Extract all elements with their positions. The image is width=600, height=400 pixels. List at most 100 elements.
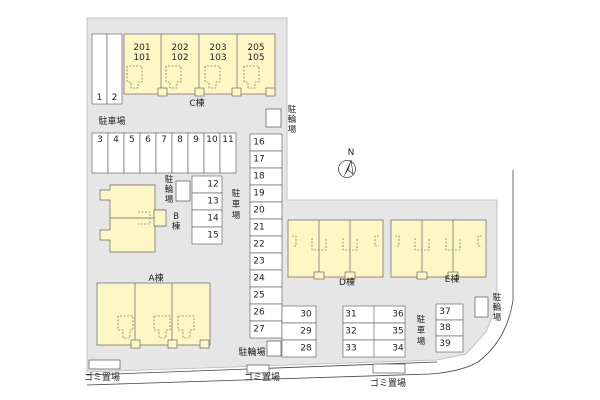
unit-202: 202 <box>171 43 188 53</box>
slot-11: 11 <box>222 135 233 145</box>
garbage-area-east <box>372 363 406 374</box>
vpark2-glyph: 場 <box>417 336 426 347</box>
building-a-label: A棟 <box>148 272 163 284</box>
slot-33: 33 <box>345 344 356 354</box>
compass-north-label: N <box>348 148 355 158</box>
vbike3-glyph: 場 <box>493 312 502 323</box>
parking-slots-16-27: 16 17 18 19 20 21 22 23 24 25 26 27 <box>249 133 283 339</box>
parking-slots-3-11: 3 4 5 6 7 8 9 10 11 <box>91 132 237 174</box>
unit-201: 201 <box>133 43 150 53</box>
slot-12: 12 <box>207 180 218 190</box>
bicycle-label-b-vertical: 駐輪場 <box>165 174 174 205</box>
north-arrow-icon <box>343 160 351 178</box>
building-a <box>96 282 211 349</box>
unit-205: 205 <box>247 43 264 53</box>
vpark1-glyph: 駐 <box>232 188 241 199</box>
garbage-label-west: ゴミ置場 <box>84 371 120 383</box>
slot-25: 25 <box>253 291 264 301</box>
building-e <box>390 219 487 280</box>
unit-105: 105 <box>247 53 264 63</box>
unit-103: 103 <box>209 53 226 63</box>
slot-5: 5 <box>129 135 135 145</box>
vpark2-glyph: 駐 <box>417 314 426 325</box>
road-edge-east <box>86 170 514 386</box>
slot-37: 37 <box>439 307 450 317</box>
slot-4: 4 <box>113 135 119 145</box>
slot-8: 8 <box>177 135 183 145</box>
slot-20: 20 <box>253 206 265 216</box>
slot-18: 18 <box>253 172 265 182</box>
slot-23: 23 <box>253 257 264 267</box>
garbage-area-west <box>88 359 121 370</box>
vbike2-glyph: 場 <box>165 194 174 205</box>
garbage-label-east: ゴミ置場 <box>370 377 406 389</box>
unit-101: 101 <box>133 53 150 63</box>
bicycle-parking-b <box>175 180 191 202</box>
building-b-label-vertical: B棟 <box>172 212 181 232</box>
slot-15: 15 <box>207 231 218 241</box>
building-e-label: E棟 <box>445 273 460 285</box>
slot-34: 34 <box>392 344 404 354</box>
slot-21: 21 <box>253 223 264 233</box>
slot-13: 13 <box>207 197 218 207</box>
building-b <box>99 184 167 253</box>
vbike1-glyph: 輪 <box>288 114 297 125</box>
parking-slots-12-15: 12 13 14 15 <box>191 175 223 245</box>
slot-31: 31 <box>345 310 356 320</box>
slot-36: 36 <box>392 310 404 320</box>
garbage-label-center: ゴミ置場 <box>244 371 280 383</box>
slot-35: 35 <box>392 327 403 337</box>
vbldb-glyph: 棟 <box>172 221 181 232</box>
slot-19: 19 <box>253 189 265 199</box>
parking-slots-31-36: 31 32 33 36 35 34 <box>342 305 406 358</box>
building-d-label: D棟 <box>339 276 355 288</box>
slot-9: 9 <box>193 135 199 145</box>
slot-22: 22 <box>253 240 264 250</box>
vbike1-glyph: 駐 <box>288 104 297 115</box>
building-c: 201 202 203 205 101 102 103 105 <box>123 33 276 97</box>
bicycle-parking-c <box>265 108 282 128</box>
slot-10: 10 <box>206 135 218 145</box>
bicycle-label-south: 駐輪場 <box>238 346 265 358</box>
vpark2-glyph: 車 <box>417 325 426 336</box>
bicycle-parking-e <box>474 296 489 318</box>
parking-slots-1-2: 1 2 <box>91 33 123 105</box>
slot-27: 27 <box>253 325 264 335</box>
slot-14: 14 <box>207 214 219 224</box>
garbage-area-center <box>246 364 270 374</box>
slot-30: 30 <box>300 310 312 320</box>
slot-17: 17 <box>253 155 264 165</box>
slot-38: 38 <box>439 323 451 333</box>
vbike2-glyph: 駐 <box>165 174 174 185</box>
slot-29: 29 <box>300 327 312 337</box>
slot-6: 6 <box>145 135 151 145</box>
parking-label-east-vertical: 駐車場 <box>417 314 426 347</box>
bicycle-parking-south <box>266 340 282 357</box>
bicycle-label-c-vertical: 駐輪場 <box>288 104 297 135</box>
slot-16: 16 <box>253 138 265 148</box>
slot-28: 28 <box>300 344 312 354</box>
unit-102: 102 <box>171 53 188 63</box>
vbike3-glyph: 駐 <box>493 292 502 303</box>
parking-label-center-vertical: 駐車場 <box>232 188 241 221</box>
slot-26: 26 <box>253 308 265 318</box>
slot-1: 1 <box>97 93 103 103</box>
building-c-label: C棟 <box>189 97 204 109</box>
parking-slots-28-30: 30 29 28 <box>281 305 317 358</box>
parking-slots-37-39: 37 38 39 <box>435 303 464 353</box>
vpark1-glyph: 場 <box>232 210 241 221</box>
vpark1-glyph: 車 <box>232 199 241 210</box>
slot-7: 7 <box>161 135 167 145</box>
bicycle-label-e-vertical: 駐輪場 <box>493 292 502 323</box>
slot-24: 24 <box>253 274 265 284</box>
parking-label-top: 駐車場 <box>98 115 125 127</box>
slot-39: 39 <box>439 339 451 349</box>
vbike1-glyph: 場 <box>288 124 297 135</box>
slot-3: 3 <box>97 135 103 145</box>
north-compass: N <box>338 148 356 178</box>
unit-203: 203 <box>209 43 226 53</box>
slot-32: 32 <box>345 327 356 337</box>
slot-2: 2 <box>112 93 118 103</box>
vbike3-glyph: 輪 <box>493 302 502 313</box>
